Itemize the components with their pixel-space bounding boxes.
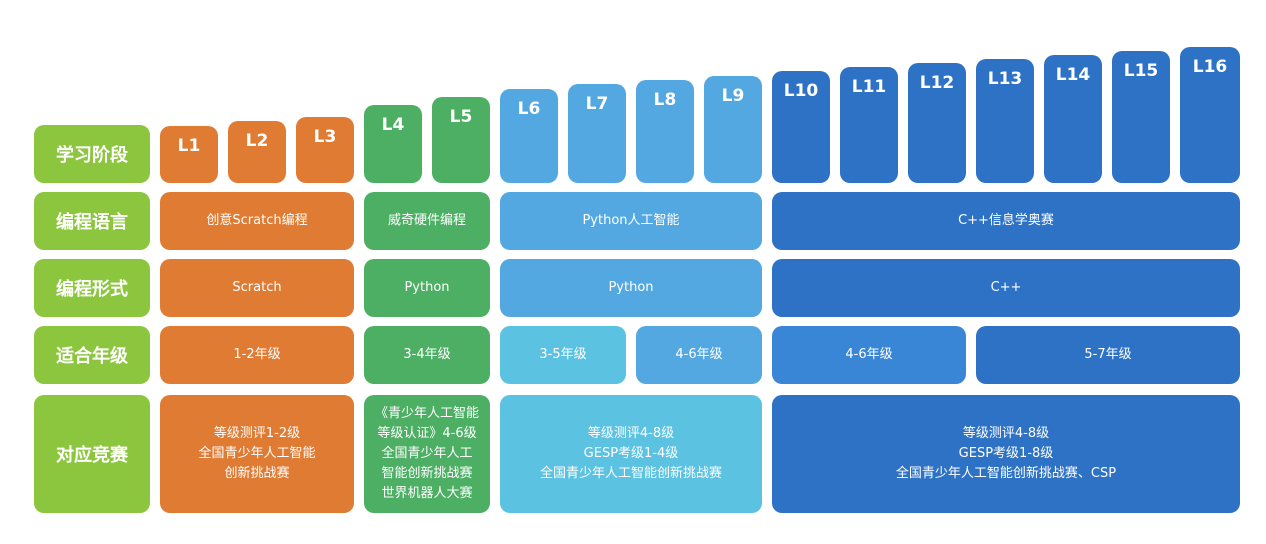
contest-scratch: 等级测评1-2级 全国青少年人工智能 创新挑战赛 [160, 395, 354, 513]
contest-cpp: 等级测评4-8级 GESP考级1-8级 全国青少年人工智能创新挑战赛、CSP [772, 395, 1240, 513]
contest-python: 等级测评4-8级 GESP考级1-4级 全国青少年人工智能创新挑战赛 [500, 395, 762, 513]
grade-3-4: 3-4年级 [364, 326, 490, 384]
level-l10: L10 [772, 71, 830, 183]
level-l12: L12 [908, 63, 966, 183]
level-l8: L8 [636, 80, 694, 183]
contest-hardware: 《青少年人工智能 等级认证》4-6级 全国青少年人工 智能创新挑战赛 世界机器人… [364, 395, 490, 513]
level-l11: L11 [840, 67, 898, 183]
level-l16: L16 [1180, 47, 1240, 183]
level-l6: L6 [500, 89, 558, 183]
level-l14: L14 [1044, 55, 1102, 183]
level-l5: L5 [432, 97, 490, 183]
language-python: Python人工智能 [500, 192, 762, 250]
level-l7: L7 [568, 84, 626, 183]
language-cpp: C++信息学奥赛 [772, 192, 1240, 250]
row-header-form: 编程形式 [34, 259, 150, 317]
language-scratch: 创意Scratch编程 [160, 192, 354, 250]
level-l3: L3 [296, 117, 354, 183]
level-l13: L13 [976, 59, 1034, 183]
row-header-stage: 学习阶段 [34, 125, 150, 183]
row-header-language: 编程语言 [34, 192, 150, 250]
level-l1: L1 [160, 126, 218, 183]
grade-5-7: 5-7年级 [976, 326, 1240, 384]
grade-4-6-cpp: 4-6年级 [772, 326, 966, 384]
level-l9: L9 [704, 76, 762, 183]
level-l15: L15 [1112, 51, 1170, 183]
grade-1-2: 1-2年级 [160, 326, 354, 384]
language-hardware: 威奇硬件编程 [364, 192, 490, 250]
level-l2: L2 [228, 121, 286, 183]
form-python: Python [500, 259, 762, 317]
row-header-grade: 适合年级 [34, 326, 150, 384]
grade-3-5: 3-5年级 [500, 326, 626, 384]
form-python-hardware: Python [364, 259, 490, 317]
row-header-contest: 对应竞赛 [34, 395, 150, 513]
form-cpp: C++ [772, 259, 1240, 317]
grade-4-6-python: 4-6年级 [636, 326, 762, 384]
level-l4: L4 [364, 105, 422, 183]
form-scratch: Scratch [160, 259, 354, 317]
